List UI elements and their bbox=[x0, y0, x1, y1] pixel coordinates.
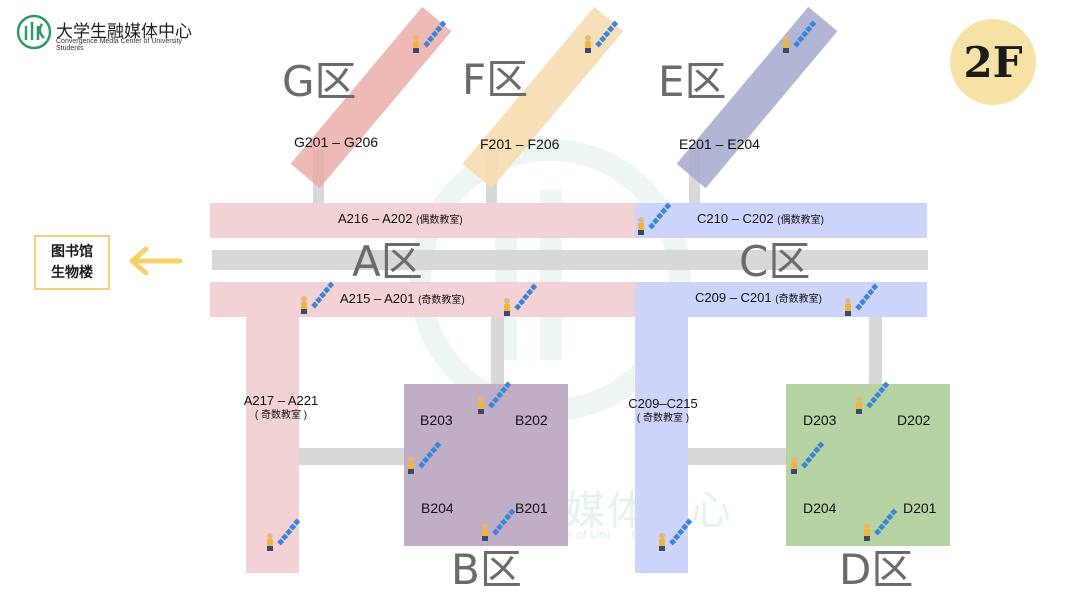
range-a-top-text: A216 – A202 bbox=[338, 211, 413, 226]
stairs-icon bbox=[856, 381, 889, 414]
range-a-bottom-note: (奇数教室) bbox=[418, 295, 465, 306]
connector-d-top bbox=[869, 315, 882, 385]
range-c-side: C209–C215 ( 奇数教室 ) bbox=[618, 397, 708, 424]
stairs-icon bbox=[267, 518, 300, 551]
range-c-bottom-text: C209 – C201 bbox=[695, 290, 772, 305]
room-b204: B204 bbox=[421, 500, 454, 516]
range-a-side-text: A217 – A221 bbox=[243, 393, 319, 408]
room-d201: D201 bbox=[903, 500, 937, 516]
band-a-top bbox=[210, 203, 638, 238]
zone-label-g: G区 bbox=[282, 57, 357, 106]
stairs-icon bbox=[301, 281, 334, 314]
connector-a-b bbox=[298, 448, 406, 465]
stairs-icon bbox=[845, 283, 878, 316]
block-d bbox=[786, 384, 950, 546]
block-b bbox=[404, 384, 568, 546]
band-a-bottom bbox=[210, 282, 638, 317]
range-c-side-text: C209–C215 bbox=[628, 396, 698, 411]
zone-label-b: B区 bbox=[451, 545, 522, 594]
main-corridor bbox=[212, 250, 928, 270]
range-a-top: A216 – A202 (偶数教室) bbox=[338, 212, 463, 226]
range-e: E201 – E204 bbox=[679, 136, 760, 152]
range-a-top-note: (偶数教室) bbox=[416, 215, 463, 226]
arrow-left-icon bbox=[129, 246, 183, 276]
logo-emblem-icon bbox=[16, 14, 52, 50]
range-c-top: C210 – C202 (偶数教室) bbox=[697, 212, 824, 226]
logo-title-en: Convergence Media Center of University S… bbox=[56, 38, 183, 52]
range-a-side: A217 – A221 ( 奇数教室 ) bbox=[236, 394, 326, 421]
logo-title-cn: 大学生融媒体中心 bbox=[56, 22, 192, 42]
stairs-icon bbox=[864, 508, 897, 541]
range-f: F201 – F206 bbox=[480, 136, 560, 152]
room-d202: D202 bbox=[897, 412, 931, 428]
stairs-icon bbox=[482, 508, 515, 541]
connector-b-top bbox=[491, 315, 504, 385]
room-b202: B202 bbox=[515, 412, 548, 428]
library-sign: 图书馆 生物楼 bbox=[34, 235, 110, 290]
stairs-icon bbox=[478, 381, 511, 414]
library-sign-line2: 生物楼 bbox=[51, 264, 93, 281]
range-g: G201 – G206 bbox=[294, 134, 379, 150]
stairs-icon bbox=[659, 518, 692, 551]
room-d204: D204 bbox=[803, 500, 837, 516]
range-a-bottom: A215 – A201 (奇数教室) bbox=[340, 292, 465, 306]
stairs-icon bbox=[504, 283, 537, 316]
range-c-top-note: (偶数教室) bbox=[777, 215, 824, 226]
logo: 大学生融媒体中心 Convergence Media Center of Uni… bbox=[16, 14, 206, 52]
stairs-icon bbox=[791, 441, 824, 474]
connector-c-d bbox=[686, 448, 788, 465]
zone-label-d: D区 bbox=[839, 545, 914, 594]
stairs-icon bbox=[783, 20, 816, 53]
zone-label-a: A区 bbox=[352, 237, 423, 286]
range-a-side-note: ( 奇数教室 ) bbox=[254, 410, 308, 421]
stairs-icon bbox=[638, 202, 671, 235]
zone-label-e: E区 bbox=[658, 57, 727, 106]
stairs-icon bbox=[413, 20, 446, 53]
range-c-side-note: ( 奇数教室 ) bbox=[636, 413, 690, 424]
range-c-bottom-note: (奇数教室) bbox=[775, 294, 822, 305]
zone-label-c: C区 bbox=[739, 237, 811, 286]
range-c-bottom: C209 – C201 (奇数教室) bbox=[695, 291, 822, 305]
room-b201: B201 bbox=[515, 500, 548, 516]
range-a-bottom-text: A215 – A201 bbox=[340, 291, 415, 306]
range-c-top-text: C210 – C202 bbox=[697, 211, 774, 226]
stairs-icon bbox=[408, 441, 441, 474]
band-c-top bbox=[635, 203, 927, 238]
room-d203: D203 bbox=[803, 412, 837, 428]
floor-badge-label: 2F bbox=[963, 37, 1023, 87]
floor-badge: 2F bbox=[950, 19, 1036, 105]
stairs-icon bbox=[585, 20, 618, 53]
library-sign-line1: 图书馆 bbox=[51, 244, 93, 261]
zone-label-f: F区 bbox=[462, 55, 529, 104]
room-b203: B203 bbox=[420, 412, 453, 428]
band-c-bottom bbox=[635, 282, 927, 317]
